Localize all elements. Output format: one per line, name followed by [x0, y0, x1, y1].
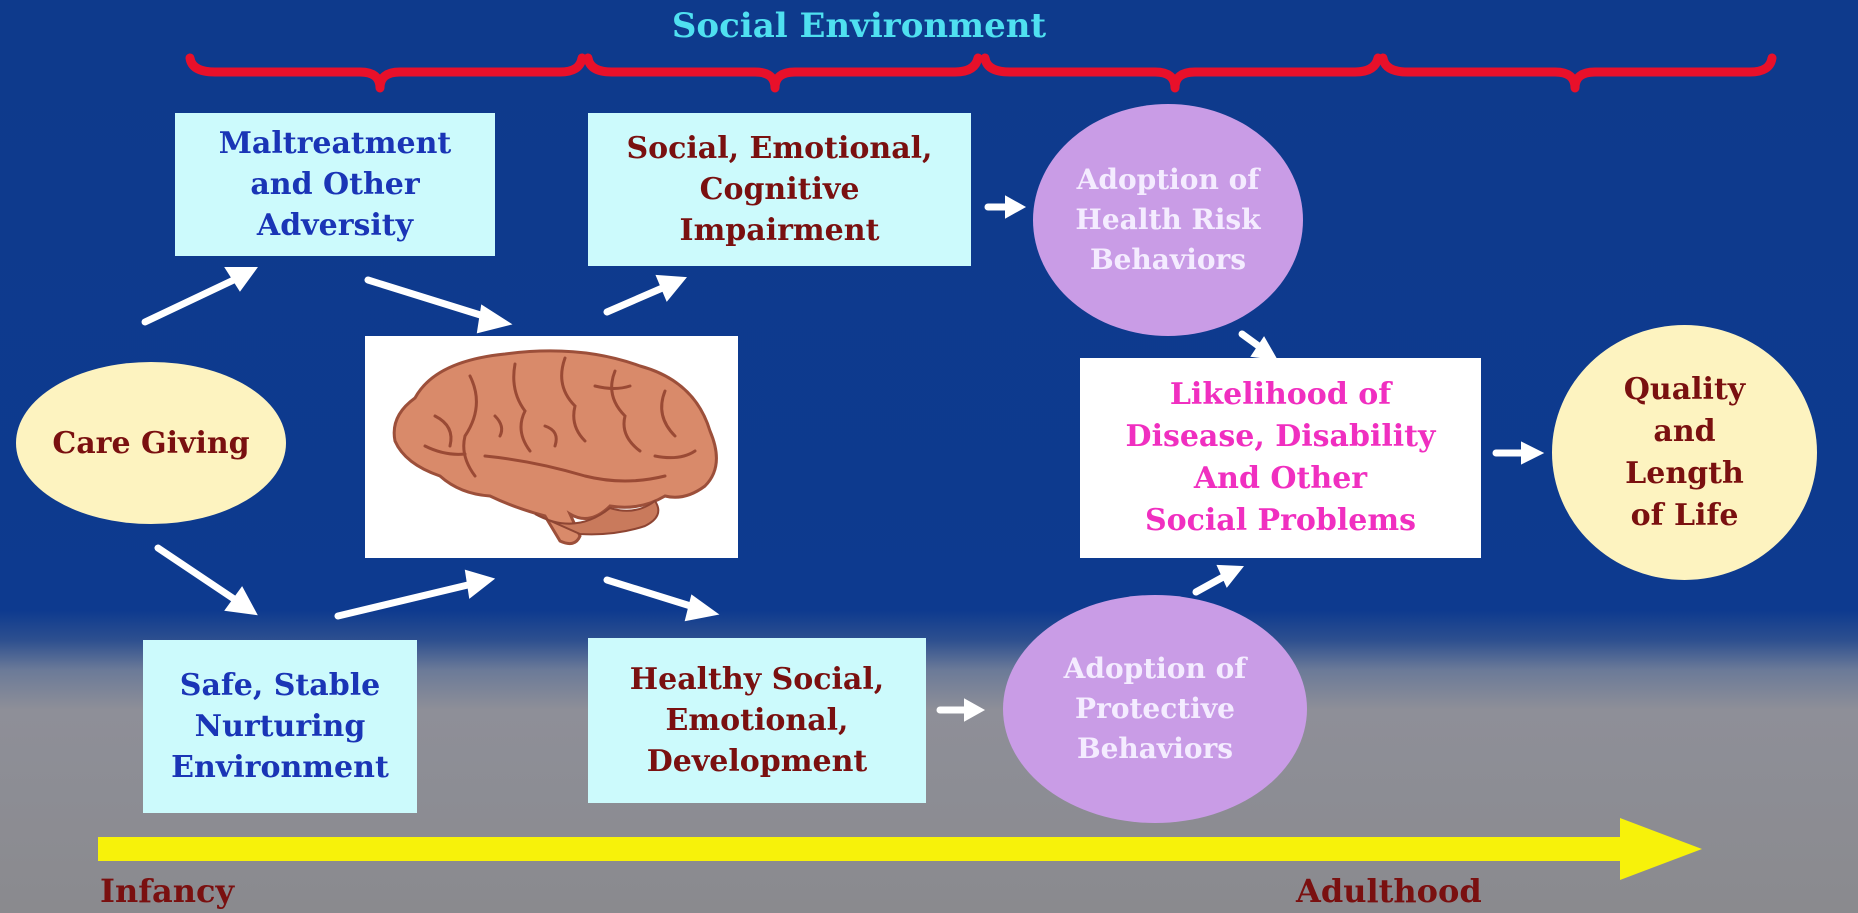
arrow-care-to-safe [154, 544, 258, 616]
timeline-end-label: Adulthood [1296, 872, 1482, 910]
brace-3 [980, 53, 1383, 93]
arrow-brain-to-healthy [603, 576, 720, 622]
timeline-arrow [98, 818, 1702, 880]
likelihood-box: Likelihood of Disease, Disability And Ot… [1080, 358, 1481, 558]
risk-behaviors-node: Adoption of Health Risk Behaviors [1033, 104, 1303, 336]
brain-image [365, 336, 738, 558]
arrow-brain-to-impairment [603, 274, 687, 316]
maltreatment-box: Maltreatment and Other Adversity [175, 113, 495, 256]
brace-4 [1378, 53, 1777, 93]
arrow-healthy-to-protective [936, 698, 986, 722]
care-giving-node: Care Giving [16, 362, 286, 524]
arrow-likelihood-to-quality [1492, 441, 1545, 465]
arrow-care-to-maltreatment [141, 267, 258, 326]
protective-behaviors-node: Adoption of Protective Behaviors [1003, 595, 1307, 823]
brace-1 [185, 53, 587, 93]
brace-2 [583, 53, 983, 93]
healthy-development-box: Healthy Social, Emotional, Development [588, 638, 926, 803]
safe-stable-box: Safe, Stable Nurturing Environment [143, 640, 417, 813]
page-title: Social Environment [671, 6, 1047, 46]
timeline-start-label: Infancy [100, 872, 235, 910]
impairment-box: Social, Emotional, Cognitive Impairment [588, 113, 971, 266]
arrow-safe-to-brain [334, 569, 496, 620]
quality-life-node: Quality and Length of Life [1552, 325, 1817, 580]
arrow-protective-to-likelihood [1192, 564, 1244, 596]
arrow-maltreatment-to-brain [364, 276, 513, 334]
arrow-risk-to-likelihood [1238, 330, 1278, 361]
arrow-impairment-to-risk [984, 195, 1027, 219]
brain-icon [392, 349, 718, 546]
